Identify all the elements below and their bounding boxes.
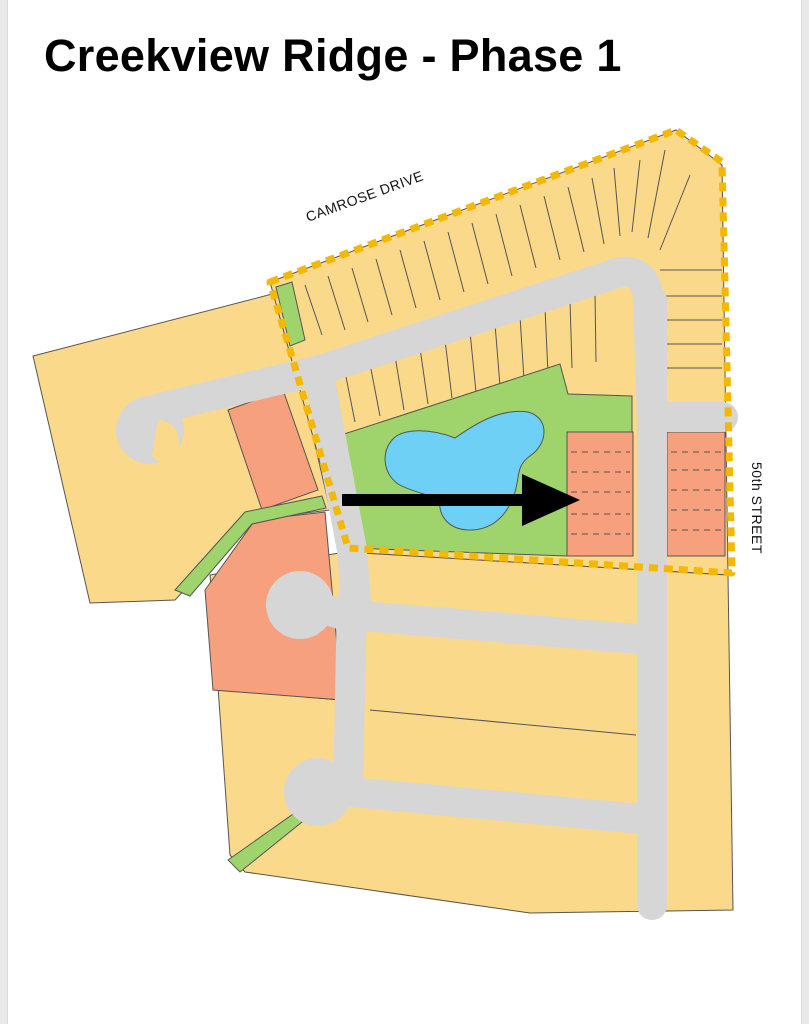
cul-de-sacs (116, 396, 352, 826)
lot-lines (224, 149, 722, 736)
cul-de-sac-middle (266, 571, 334, 639)
50th-street-label: 50th STREET (749, 462, 765, 554)
road-west-connector (333, 585, 367, 805)
multi-family-east-a (566, 431, 634, 557)
multi-family-east-b (666, 431, 726, 557)
cul-de-sac-south (284, 758, 352, 826)
camrose-drive-label: CAMROSE DRIVE (304, 167, 426, 224)
arrow-icon (342, 474, 580, 526)
cul-de-sac-west-notch (152, 420, 180, 463)
multi-family-lots (204, 389, 726, 701)
page-title: Creekview Ridge - Phase 1 (44, 30, 622, 81)
phase-1-boundary (266, 126, 736, 577)
trail-west (174, 495, 327, 597)
